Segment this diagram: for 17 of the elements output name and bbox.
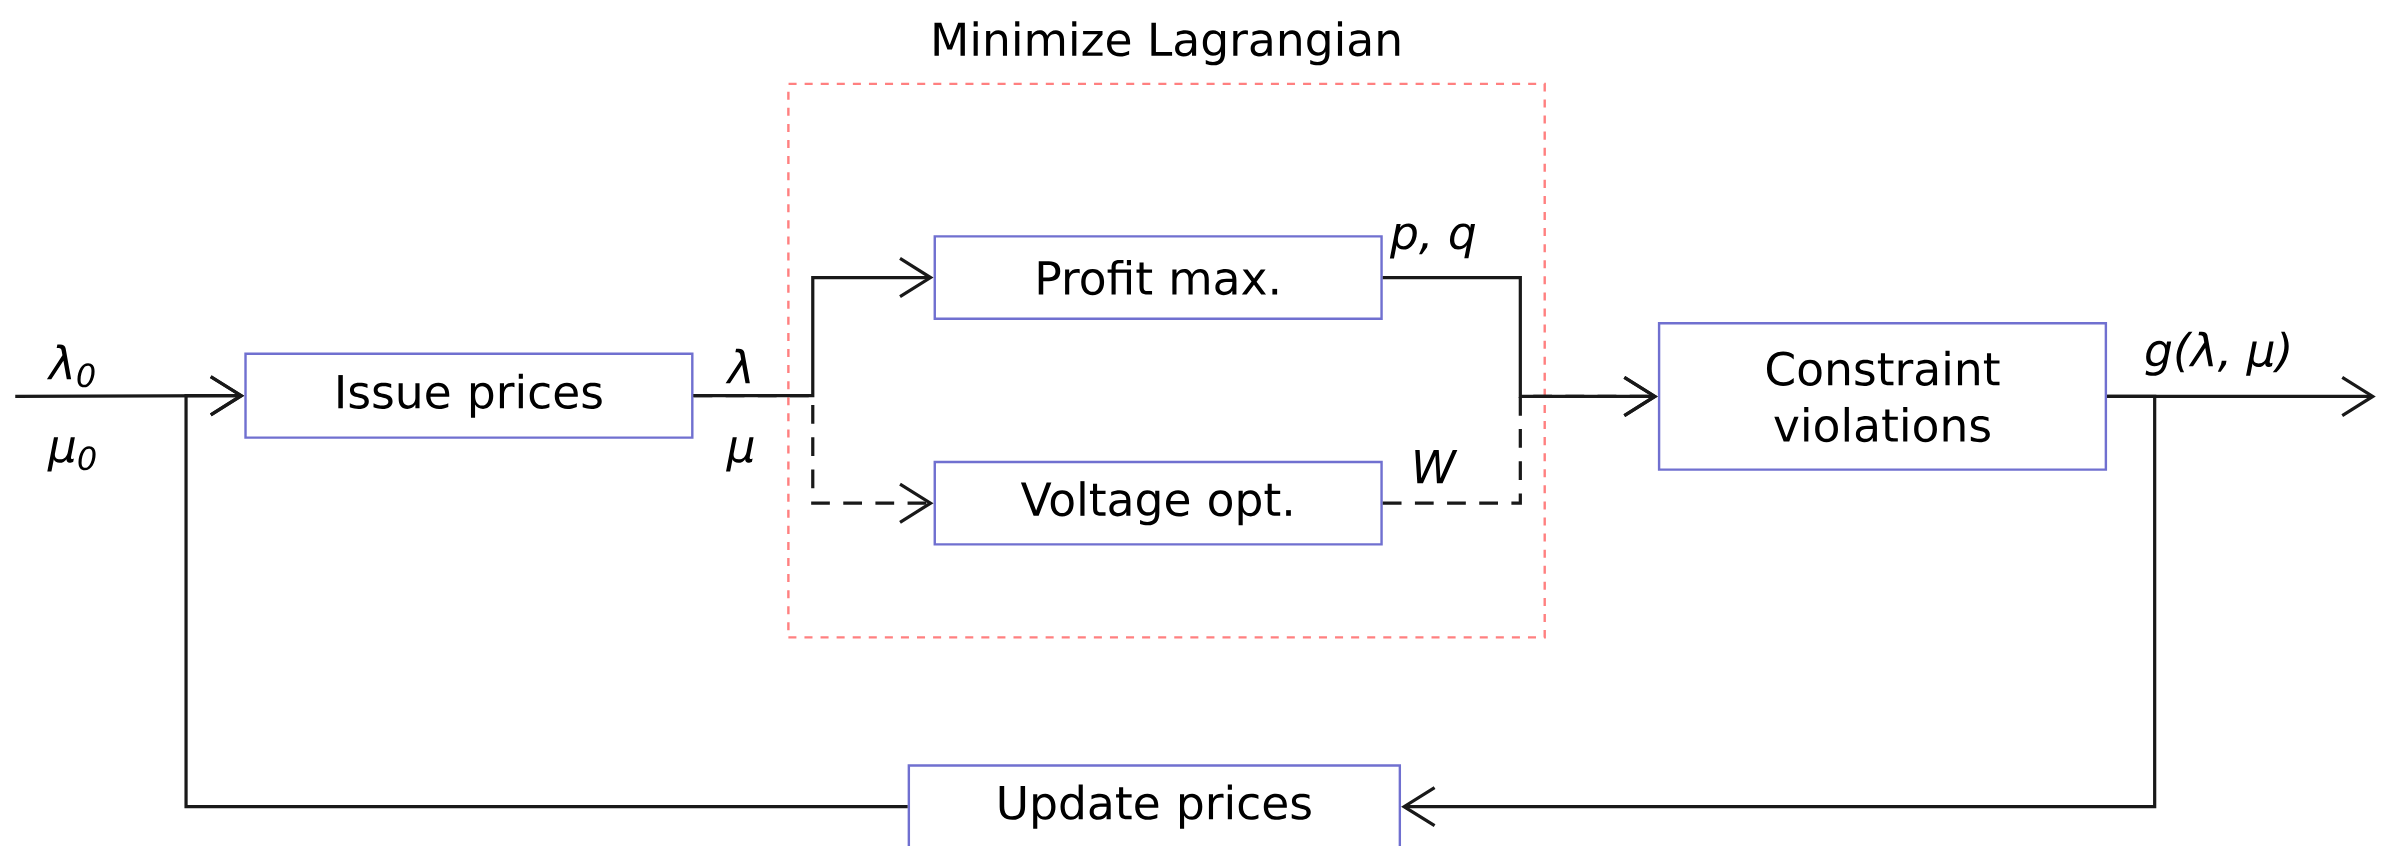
arrow [693, 393, 934, 524]
signal-label: μ [726, 437, 754, 472]
signal-label: W [1415, 449, 1458, 484]
process-box: Update prices [907, 764, 1402, 846]
arrow [1382, 375, 1658, 505]
node-label: Minimize Lagrangian [934, 21, 1400, 66]
process-box: Issue prices [244, 352, 694, 439]
signal-label: λ [725, 348, 750, 384]
signal-label: λ$_{0}$ [46, 344, 95, 388]
arrow [184, 375, 908, 809]
process-box: Profit max. [933, 235, 1383, 320]
signal-label: g(λ, μ) [2145, 331, 2289, 376]
signal-label: μ$_{0}$ [47, 437, 96, 472]
signal-label: p, q [1389, 223, 1476, 259]
process-box: Voltage opt. [933, 460, 1383, 546]
arrow [1401, 394, 2157, 827]
process-box: Constraint violations [1657, 321, 2108, 471]
